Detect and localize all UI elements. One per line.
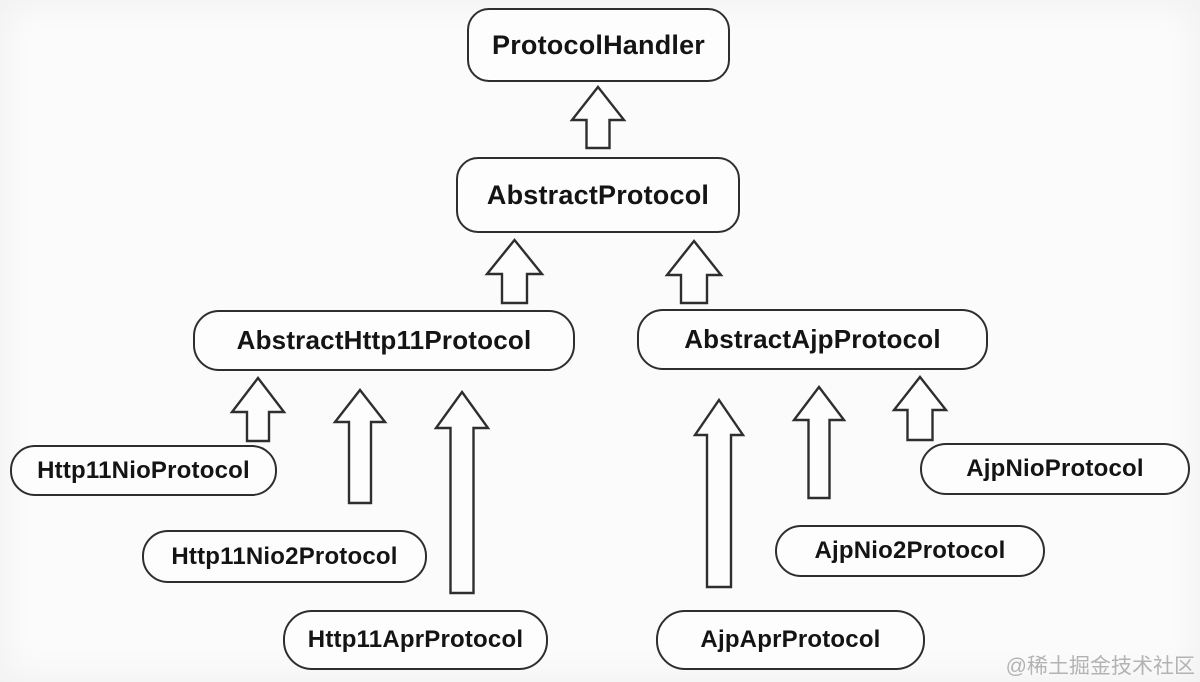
class-box-ajpaprprotocol: AjpAprProtocol bbox=[656, 610, 925, 670]
class-box-http11nio2protocol: Http11Nio2Protocol bbox=[142, 530, 427, 583]
class-label-ajpnioprotocol: AjpNioProtocol bbox=[966, 455, 1144, 482]
inheritance-arrow-abstractajpprotocol-to-abstractprotocol bbox=[664, 239, 724, 305]
class-label-abstractprotocol: AbstractProtocol bbox=[486, 179, 710, 210]
class-label-abstractajpprotocol: AbstractAjpProtocol bbox=[684, 324, 941, 354]
inheritance-arrow-abstractprotocol-to-protocolhandler bbox=[569, 85, 627, 150]
inheritance-arrow-ajpnioprotocol-to-abstractajpprotocol bbox=[891, 375, 949, 442]
class-label-ajpaprprotocol: AjpAprProtocol bbox=[700, 626, 881, 653]
class-label-protocolhandler: ProtocolHandler bbox=[491, 29, 706, 60]
class-label-abstracthttp11protocol: AbstractHttp11Protocol bbox=[236, 325, 532, 355]
class-box-ajpnioprotocol: AjpNioProtocol bbox=[920, 443, 1190, 495]
class-box-ajpnio2protocol: AjpNio2Protocol bbox=[775, 525, 1045, 577]
class-box-abstractprotocol: AbstractProtocol bbox=[456, 157, 740, 233]
inheritance-arrow-abstracthttp11protocol-to-abstractprotocol bbox=[483, 238, 545, 305]
class-box-http11nioprotocol: Http11NioProtocol bbox=[10, 445, 277, 496]
inheritance-arrow-ajpnio2protocol-to-abstractajpprotocol bbox=[791, 385, 847, 500]
class-label-http11aprprotocol: Http11AprProtocol bbox=[307, 626, 524, 653]
watermark-text: @稀土掘金技术社区 bbox=[1005, 655, 1195, 678]
class-label-http11nio2protocol: Http11Nio2Protocol bbox=[171, 542, 398, 570]
class-box-abstractajpprotocol: AbstractAjpProtocol bbox=[637, 309, 988, 370]
class-box-abstracthttp11protocol: AbstractHttp11Protocol bbox=[193, 310, 575, 371]
inheritance-arrow-ajpaprprotocol-to-abstractajpprotocol bbox=[692, 397, 746, 589]
inheritance-arrow-http11nio2protocol-to-abstracthttp11protocol bbox=[332, 388, 388, 505]
class-box-protocolhandler: ProtocolHandler bbox=[467, 8, 730, 82]
class-box-http11aprprotocol: Http11AprProtocol bbox=[283, 610, 548, 670]
inheritance-arrow-http11aprprotocol-to-abstracthttp11protocol bbox=[433, 389, 491, 595]
inheritance-arrow-http11nioprotocol-to-abstracthttp11protocol bbox=[229, 376, 287, 443]
class-label-http11nioprotocol: Http11NioProtocol bbox=[37, 456, 250, 484]
class-label-ajpnio2protocol: AjpNio2Protocol bbox=[814, 537, 1006, 564]
